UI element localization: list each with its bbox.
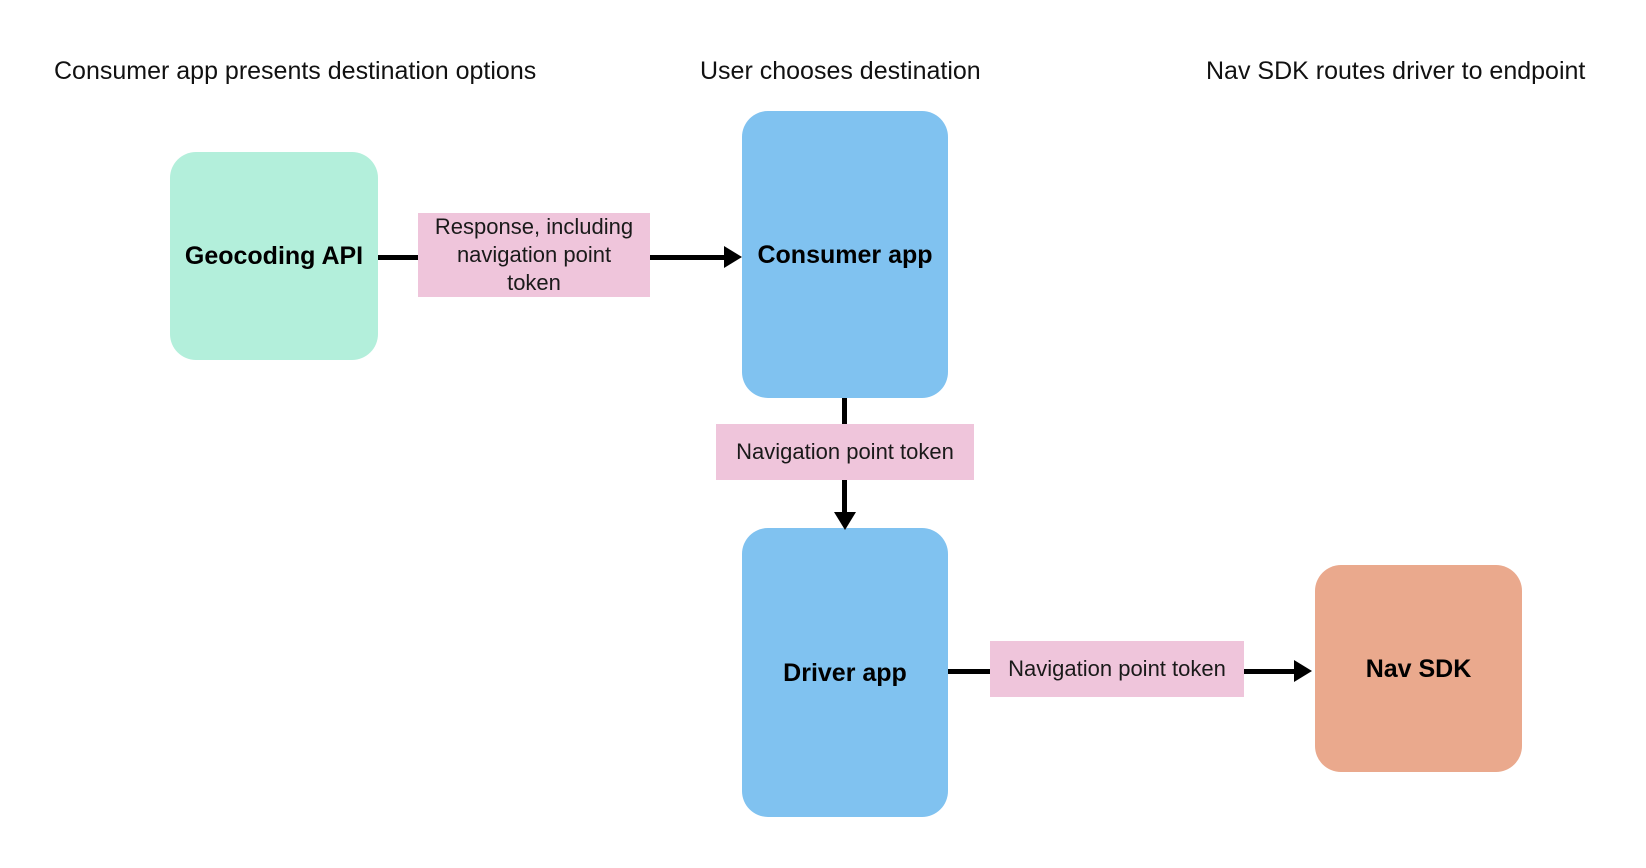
edge-label-navigation-point-token-vertical: Navigation point token xyxy=(716,424,974,480)
column-header-nav-sdk: Nav SDK routes driver to endpoint xyxy=(1206,57,1586,85)
column-header-user-chooses: User chooses destination xyxy=(700,57,981,85)
edge-label-line-2: navigation point xyxy=(456,241,612,267)
edge-label-navigation-point-token-horizontal: Navigation point token xyxy=(990,641,1244,697)
arrowhead-to-driver-app xyxy=(834,512,856,530)
column-header-consumer-app: Consumer app presents destination option… xyxy=(54,57,537,85)
connector-label-to-consumer xyxy=(650,255,728,260)
edge-label-line-1: Response, including xyxy=(434,213,634,239)
edge-label-line-3: token xyxy=(507,270,561,296)
node-consumer-app[interactable]: Consumer app xyxy=(742,111,948,398)
connector-driver-to-label xyxy=(948,669,990,674)
node-nav-sdk-label: Nav SDK xyxy=(1365,654,1472,683)
edge-label-response-including-navigation-point-token: Response, including navigation point tok… xyxy=(418,213,650,297)
connector-label-to-driver xyxy=(842,480,847,518)
node-nav-sdk[interactable]: Nav SDK xyxy=(1315,565,1522,772)
arrowhead-to-consumer-app xyxy=(724,246,742,268)
edge-label-text: Navigation point token xyxy=(736,438,954,464)
arrowhead-to-nav-sdk xyxy=(1294,660,1312,682)
connector-geocoding-to-label xyxy=(378,255,418,260)
connector-consumer-to-label xyxy=(842,398,847,424)
connector-label-to-navsdk xyxy=(1244,669,1298,674)
node-driver-app-label: Driver app xyxy=(783,658,907,687)
node-geocoding-api[interactable]: Geocoding API xyxy=(170,152,378,360)
node-driver-app[interactable]: Driver app xyxy=(742,528,948,817)
edge-label-text: Navigation point token xyxy=(1008,655,1226,681)
node-geocoding-api-label: Geocoding API xyxy=(184,242,364,270)
node-consumer-app-label: Consumer app xyxy=(757,240,933,269)
